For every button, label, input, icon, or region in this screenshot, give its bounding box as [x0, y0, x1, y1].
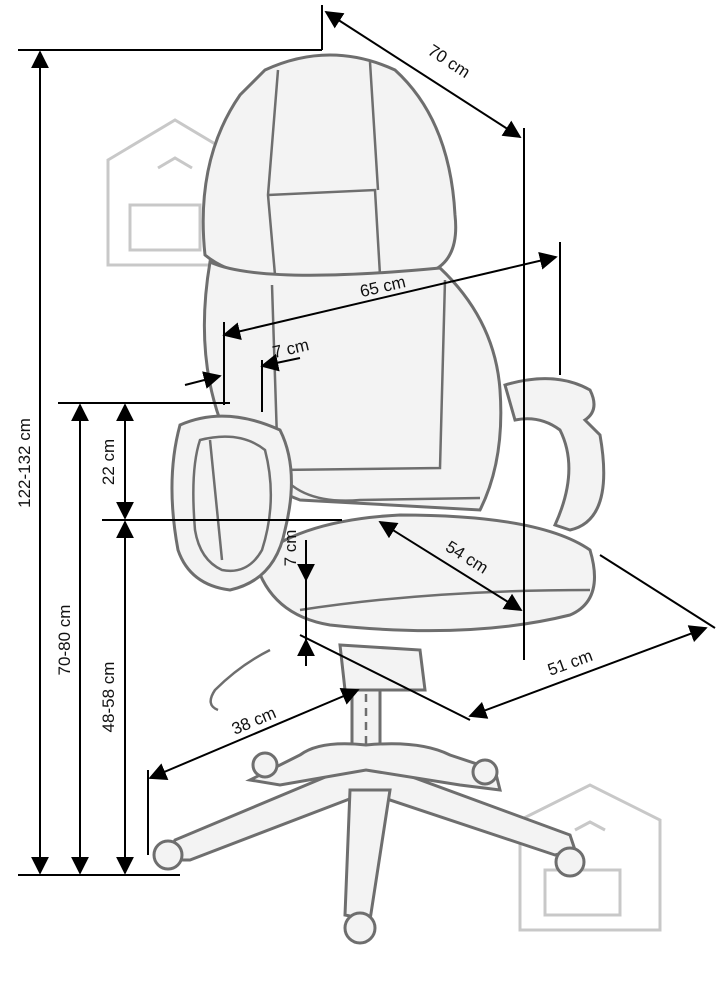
label-total-depth: 70 cm — [424, 41, 473, 82]
label-armrest-height: 70-80 cm — [55, 605, 74, 676]
label-seat-height: 48-58 cm — [99, 662, 118, 733]
label-armrest-above-seat: 22 cm — [99, 439, 118, 485]
watermark-logo-bottom — [518, 783, 662, 932]
label-seat-width: 51 cm — [545, 646, 595, 680]
dimension-lines — [18, 5, 716, 876]
label-overall-height: 122-132 cm — [15, 418, 34, 508]
label-seat-thickness: 7 cm — [281, 530, 300, 567]
office-chair-illustration — [152, 53, 606, 945]
